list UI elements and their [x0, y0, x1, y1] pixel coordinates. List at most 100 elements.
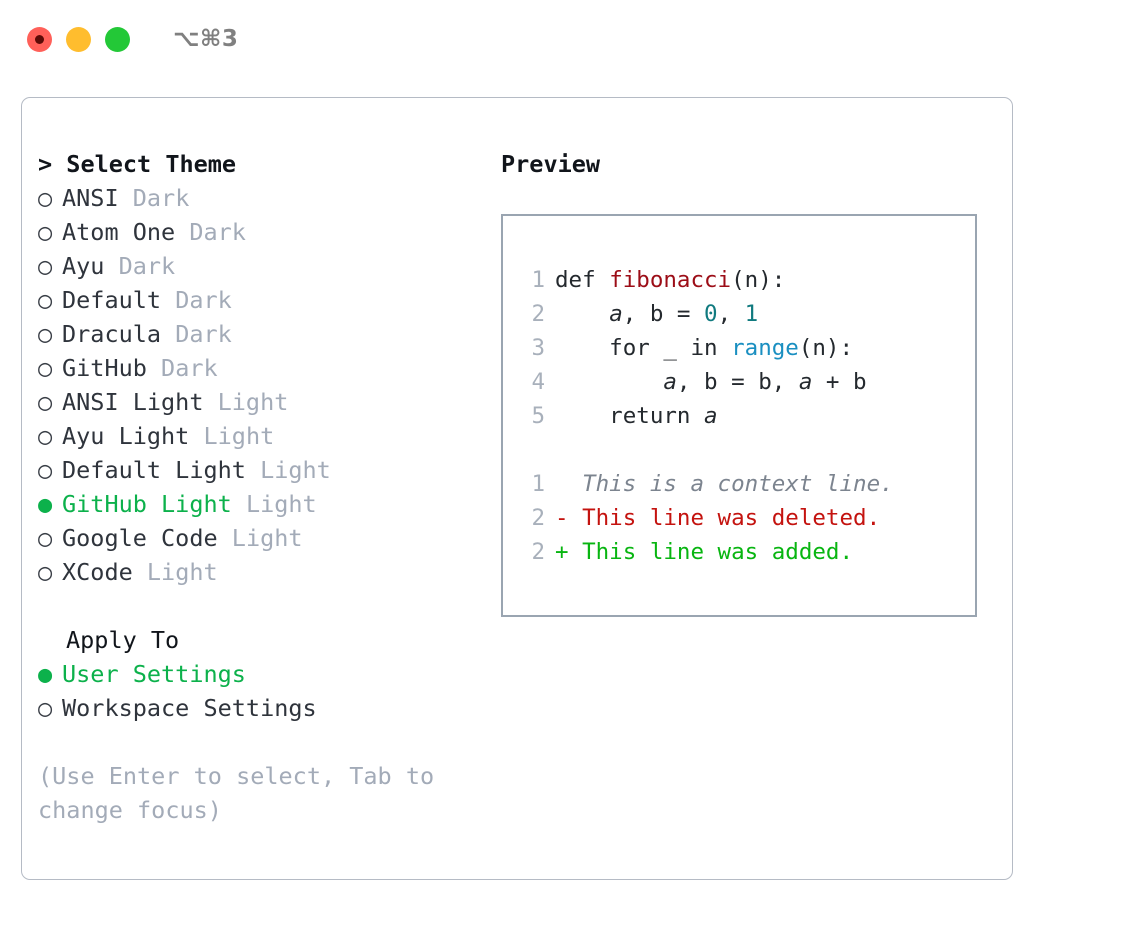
theme-gap [246, 453, 260, 487]
diff-line-text: This is a context line. [582, 471, 894, 497]
theme-name-label: XCode [62, 558, 133, 586]
code-token-fn: fibonacci [609, 267, 732, 293]
code-token-var: a [704, 403, 718, 429]
theme-variant-label: Light [217, 388, 289, 416]
theme-variant-label: Dark [118, 252, 176, 280]
keyboard-hint-text: (Use Enter to select, Tab to change focu… [38, 762, 449, 824]
code-token-plain: , [622, 301, 650, 327]
line-number: 2 [531, 301, 545, 327]
diff-sign [555, 467, 582, 501]
code-token-var: a [609, 301, 623, 327]
theme-gap [175, 215, 189, 249]
preview-title: Preview [501, 150, 601, 178]
radio-unselected-icon[interactable]: ○ [38, 354, 53, 382]
code-line-text: a, b = 0, 1 [555, 297, 758, 331]
apply-to-option[interactable]: ●User Settings [38, 657, 478, 691]
diff-line-number: 2 [531, 505, 545, 531]
diff-line-text: This line was deleted. [582, 505, 881, 531]
code-line: 2 a, b = 0, 1 [517, 297, 894, 331]
theme-name-label: ANSI Light [62, 388, 204, 416]
code-token-plain: (n): [798, 335, 854, 361]
radio-unselected-icon[interactable]: ○ [38, 422, 53, 450]
code-token-plain: b [853, 369, 867, 395]
apply-to-label: Workspace Settings [62, 694, 317, 722]
theme-variant-label: Light [203, 422, 275, 450]
line-number: 1 [531, 267, 545, 293]
radio-selected-icon[interactable]: ● [38, 490, 53, 518]
theme-name-label: GitHub [62, 354, 147, 382]
code-token-plain: , [771, 369, 799, 395]
radio-unselected-icon[interactable]: ○ [38, 320, 53, 348]
theme-gap [189, 419, 203, 453]
line-number: 4 [531, 369, 545, 395]
apply-to-option[interactable]: ○ Workspace Settings [38, 691, 478, 725]
theme-list[interactable]: ○ANSI Dark○Atom One Dark○Ayu Dark○Defaul… [38, 181, 478, 589]
theme-list-item[interactable]: ● GitHub Light Light [38, 487, 478, 521]
theme-name-label: Default [62, 286, 162, 314]
line-number: 5 [531, 403, 545, 429]
code-token-plain: b [758, 369, 772, 395]
radio-unselected-icon[interactable]: ○ [38, 558, 53, 586]
maximize-button[interactable] [105, 26, 130, 52]
theme-list-item[interactable]: ○ANSI Dark [38, 181, 478, 215]
code-line-text: a, b = b, a + b [555, 365, 867, 399]
theme-list-item[interactable]: ○Dracula Dark [38, 317, 478, 351]
theme-gap [218, 521, 232, 555]
radio-unselected-icon[interactable]: ○ [38, 524, 53, 552]
radio-unselected-icon[interactable]: ○ [38, 252, 53, 280]
theme-gap [147, 351, 161, 385]
radio-unselected-icon[interactable]: ○ [38, 694, 53, 722]
diff-sign: - [555, 505, 583, 531]
radio-selected-icon[interactable]: ● [38, 660, 53, 688]
code-token-plain: for _ in [555, 335, 732, 361]
theme-list-item[interactable]: ○Default Light Light [38, 453, 478, 487]
theme-gap [104, 249, 118, 283]
theme-gap [119, 181, 133, 215]
code-diff-spacer [517, 433, 894, 467]
theme-gap [133, 555, 147, 589]
theme-selection-column: > Select Theme ○ANSI Dark○Atom One Dark○… [38, 147, 478, 827]
theme-name-label: Atom One [62, 218, 176, 246]
theme-list-item[interactable]: ○ Atom One Dark [38, 215, 478, 249]
theme-variant-label: Dark [175, 286, 232, 314]
close-button[interactable] [27, 26, 52, 52]
apply-to-list[interactable]: ●User Settings ○ Workspace Settings [38, 657, 478, 725]
radio-unselected-icon[interactable]: ○ [38, 184, 53, 212]
theme-list-item[interactable]: ○ Google Code Light [38, 521, 478, 555]
theme-variant-label: Dark [132, 184, 190, 212]
code-token-plain [555, 301, 609, 327]
radio-unselected-icon[interactable]: ○ [38, 218, 53, 246]
code-line-text: return a [555, 399, 718, 433]
theme-name-label: Ayu Light [62, 422, 190, 450]
theme-list-item[interactable]: ○ Default Dark [38, 283, 478, 317]
theme-variant-label: Dark [189, 218, 246, 246]
diff-line-text: This line was added. [582, 539, 854, 565]
radio-unselected-icon[interactable]: ○ [38, 388, 53, 416]
select-theme-title: > Select Theme [38, 150, 237, 178]
theme-list-item[interactable]: ○ Ayu Light Light [38, 419, 478, 453]
diff-sign: + [555, 539, 583, 565]
theme-variant-label: Light [231, 524, 303, 552]
apply-to-heading: Apply To [66, 626, 180, 654]
theme-variant-label: Light [146, 558, 218, 586]
radio-unselected-icon[interactable]: ○ [38, 286, 53, 314]
minimize-button[interactable] [66, 26, 91, 52]
theme-name-label: GitHub Light [62, 490, 232, 518]
theme-name-label: Dracula [62, 320, 162, 348]
radio-unselected-icon[interactable]: ○ [38, 456, 53, 484]
theme-name-label: Google Code [62, 524, 218, 552]
theme-list-item[interactable]: ○GitHub Dark [38, 351, 478, 385]
code-line: 4 a, b = b, a + b [517, 365, 894, 399]
code-token-plain: , [676, 369, 705, 395]
theme-list-item[interactable]: ○ XCode Light [38, 555, 478, 589]
theme-list-item[interactable]: ○Ayu Dark [38, 249, 478, 283]
theme-variant-label: Light [245, 490, 317, 518]
diff-block: 1 This is a context line.2- This line wa… [517, 467, 894, 569]
theme-list-item[interactable]: ○ ANSI Light Light [38, 385, 478, 419]
